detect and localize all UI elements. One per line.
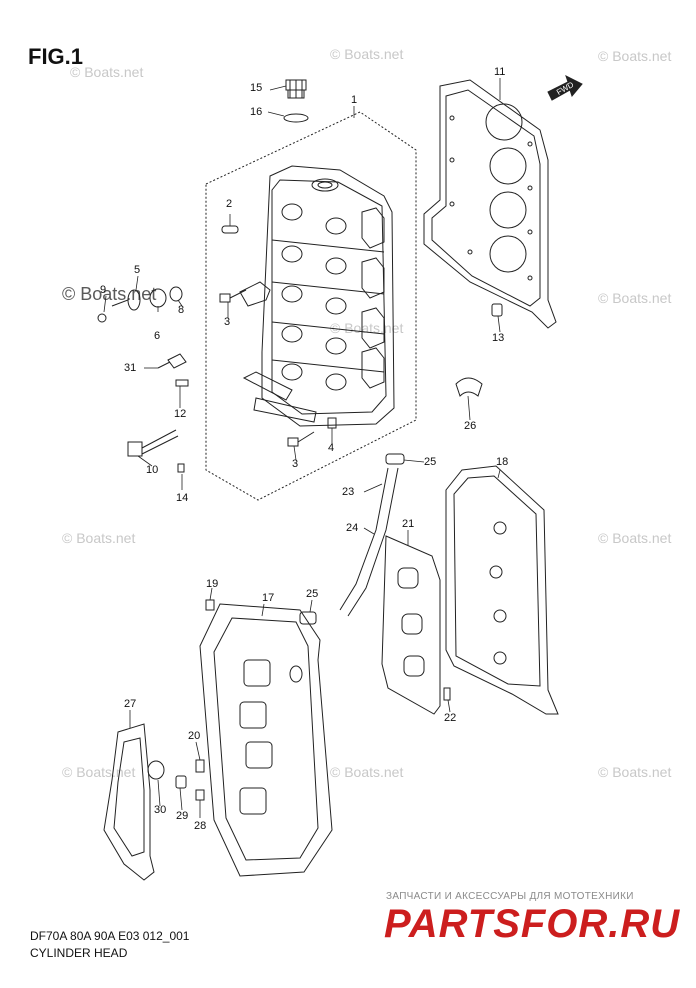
part-label: 5 — [134, 264, 141, 276]
o-ring — [283, 113, 309, 123]
bolt-part-12 — [175, 379, 189, 387]
part-label: 24 — [346, 522, 359, 534]
part-label: 17 — [262, 592, 275, 604]
bolt-part-28 — [195, 789, 205, 801]
watermark: © Boats.net — [62, 530, 136, 546]
bolt-part-19 — [205, 599, 215, 611]
group-outline — [205, 111, 417, 501]
cylinder-head — [239, 165, 395, 427]
part-label: 19 — [206, 578, 219, 590]
part-label: 4 — [328, 442, 335, 454]
part-label: 8 — [178, 304, 185, 316]
valve-cover-gasket — [445, 465, 559, 715]
watermark: © Boats.net — [62, 764, 136, 780]
part-label: 22 — [444, 712, 457, 724]
diagram-caption: CYLINDER HEAD — [30, 946, 128, 960]
grommet-part-30 — [147, 760, 165, 780]
pin-part-4 — [327, 417, 337, 429]
part-label: 3 — [224, 316, 231, 328]
plug-part-5 — [111, 289, 141, 311]
bolt-part-20 — [195, 759, 205, 773]
fwd-arrow-icon — [547, 75, 583, 101]
hose-clamp-bottom — [299, 611, 317, 625]
dowel-pin — [221, 225, 239, 234]
part-label: 30 — [154, 804, 167, 816]
brand-subtitle: ЗАПЧАСТИ И АКСЕССУАРЫ ДЛЯ МОТОТЕХНИКИ — [386, 891, 634, 902]
watermark: © Boats.net — [598, 530, 672, 546]
washer-part-9 — [97, 313, 107, 323]
brand-logo: PARTSFOR.RU — [384, 902, 681, 946]
watermark: © Boats.net — [598, 48, 672, 64]
bolt-part-10 — [127, 429, 179, 457]
head-gasket — [423, 79, 557, 329]
part-label: 15 — [250, 82, 263, 94]
pin-part-14 — [177, 463, 185, 473]
part-label: 28 — [194, 820, 207, 832]
clamp-part-26 — [455, 377, 483, 397]
part-label: 12 — [174, 408, 187, 420]
head-cover — [199, 603, 333, 877]
watermark: © Boats.net — [70, 64, 144, 80]
bolt-part-3b — [287, 431, 315, 447]
part-label: 20 — [188, 730, 201, 742]
bolt-part-3a — [219, 289, 247, 303]
part-label: 27 — [124, 698, 137, 710]
part-label: 2 — [226, 198, 233, 210]
part-label: 11 — [494, 66, 506, 78]
watermark-dark: © Boats.net — [62, 284, 157, 304]
part-label: 1 — [351, 94, 358, 106]
part-label: 25 — [424, 456, 437, 468]
part-label: 13 — [492, 332, 505, 344]
hose-clamp-top — [385, 453, 405, 465]
leader-lines — [103, 78, 501, 818]
sleeve-part-6 — [149, 288, 167, 308]
part-label: 23 — [342, 486, 355, 498]
figure-title: FIG.1 — [28, 44, 84, 69]
part-label: 6 — [154, 330, 161, 342]
oil-cap — [285, 79, 307, 99]
part-label: 25 — [306, 588, 319, 600]
bushing-part-13 — [491, 303, 503, 317]
part-label: 3 — [292, 458, 299, 470]
watermark: © Boats.net — [598, 290, 672, 306]
side-cover-plate — [103, 723, 155, 881]
watermark: © Boats.net — [330, 46, 404, 62]
bolt-part-22 — [443, 687, 451, 701]
collar-part-29 — [175, 775, 187, 789]
part-label: 26 — [464, 420, 477, 432]
watermark: © Boats.net — [330, 764, 404, 780]
sensor-part-31 — [157, 353, 187, 369]
part-label: 14 — [176, 492, 189, 504]
watermark: © Boats.net — [598, 764, 672, 780]
part-label: 31 — [124, 362, 137, 374]
part-label: 16 — [250, 106, 263, 118]
part-label: 10 — [146, 464, 159, 476]
breather-hose — [339, 467, 399, 617]
part-label: 18 — [496, 456, 509, 468]
sleeve-part-8 — [169, 286, 183, 302]
part-label: 29 — [176, 810, 189, 822]
part-label: 21 — [402, 518, 415, 530]
diagram-code: DF70A 80A 90A E03 012_001 — [30, 929, 190, 943]
cover-gasket — [381, 535, 441, 715]
part-label: 9 — [100, 284, 107, 296]
